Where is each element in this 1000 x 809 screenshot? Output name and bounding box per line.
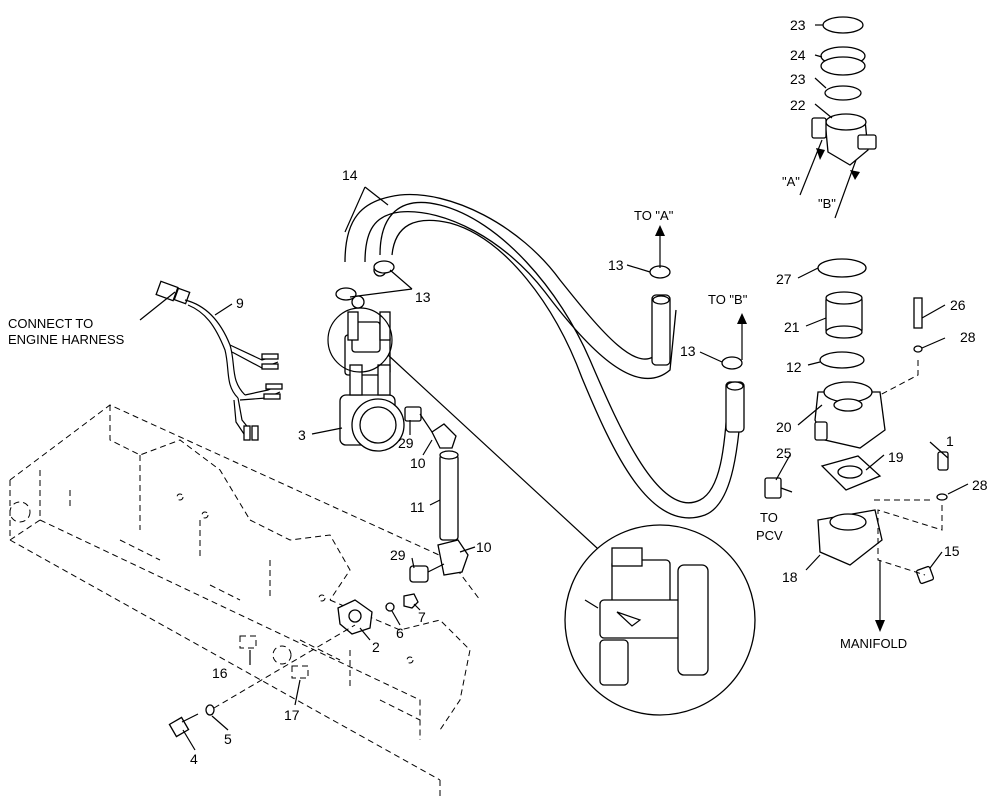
callout-5: 5 [224, 731, 232, 747]
callout-28: 28 [972, 477, 988, 493]
callout-15: 15 [944, 543, 960, 559]
callout-3: 3 [298, 427, 306, 443]
callout-7: 7 [418, 609, 426, 625]
flow-arrows [655, 148, 860, 360]
callout-13: 13 [680, 343, 696, 359]
note-to-pcv-line2: PCV [756, 528, 783, 543]
detail-view [327, 307, 756, 716]
top-valve-stack [799, 16, 877, 219]
hoses [344, 193, 745, 519]
callout-21: 21 [784, 319, 800, 335]
pipe-assembly [409, 450, 469, 583]
bolt-assembly [168, 624, 356, 738]
frame-rail [9, 404, 481, 800]
note-connect-line1: CONNECT TO [8, 316, 93, 331]
callout-13: 13 [608, 257, 624, 273]
callout-11: 11 [410, 499, 425, 515]
note-port-b: "B" [818, 196, 836, 211]
callout-27: 27 [776, 271, 792, 287]
leader-lines [139, 24, 969, 751]
callout-10: 10 [410, 455, 426, 471]
notes: CONNECT TO ENGINE HARNESS TO "A" TO "B" … [8, 174, 907, 651]
note-manifold: MANIFOLD [840, 636, 907, 651]
callout-16: 16 [212, 665, 228, 681]
callout-19: 19 [888, 449, 904, 465]
note-port-a: "A" [782, 174, 800, 189]
callout-numbers: 14 13 13 13 9 3 29 10 11 10 29 2 6 7 16 … [190, 17, 988, 767]
callout-18: 18 [782, 569, 798, 585]
callout-1: 1 [946, 433, 954, 449]
callout-24: 24 [790, 47, 806, 63]
sleeve-and-clamps [817, 258, 867, 369]
callout-17: 17 [284, 707, 300, 723]
callout-23: 23 [790, 17, 806, 33]
callout-25: 25 [776, 445, 792, 461]
control-valve-assembly [339, 263, 457, 452]
note-to-pcv-line1: TO [760, 510, 778, 525]
callout-28: 28 [960, 329, 976, 345]
note-to-b: TO "B" [708, 292, 748, 307]
manifold-adapter [764, 297, 949, 632]
wire-harness [155, 280, 283, 441]
callout-9: 9 [236, 295, 244, 311]
fitting-bracket [337, 593, 419, 635]
callout-22: 22 [790, 97, 806, 113]
callout-4: 4 [190, 751, 198, 767]
callout-2: 2 [372, 639, 380, 655]
callout-29: 29 [398, 435, 414, 451]
callout-26: 26 [950, 297, 966, 313]
callout-12: 12 [786, 359, 802, 375]
callout-6: 6 [396, 625, 404, 641]
callout-14: 14 [342, 167, 358, 183]
note-connect-line2: ENGINE HARNESS [8, 332, 125, 347]
callout-23: 23 [790, 71, 806, 87]
callout-20: 20 [776, 419, 792, 435]
note-to-a: TO "A" [634, 208, 674, 223]
callout-13: 13 [415, 289, 431, 305]
callout-29: 29 [390, 547, 406, 563]
callout-10: 10 [476, 539, 492, 555]
